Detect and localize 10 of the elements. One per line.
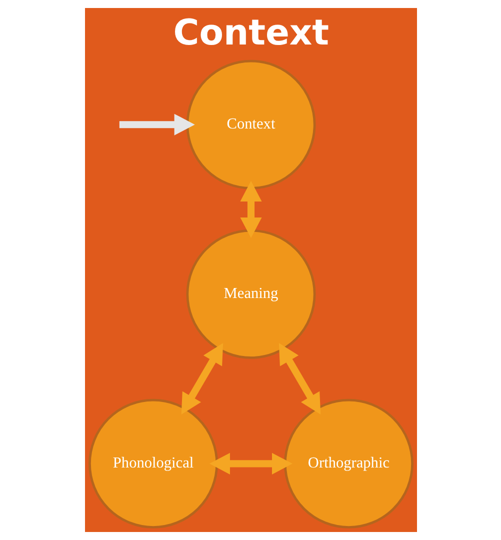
node-circle: Phonological: [88, 398, 218, 528]
node-circle: Context: [186, 60, 316, 190]
arrow: [118, 114, 194, 136]
arrow: [180, 343, 223, 414]
diagram-title: Context: [172, 12, 329, 54]
arrow: [208, 452, 292, 474]
arrow: [240, 180, 262, 238]
arrow: [278, 343, 320, 414]
node-circle: Orthographic: [283, 398, 413, 528]
node-circle: Meaning: [186, 229, 316, 359]
